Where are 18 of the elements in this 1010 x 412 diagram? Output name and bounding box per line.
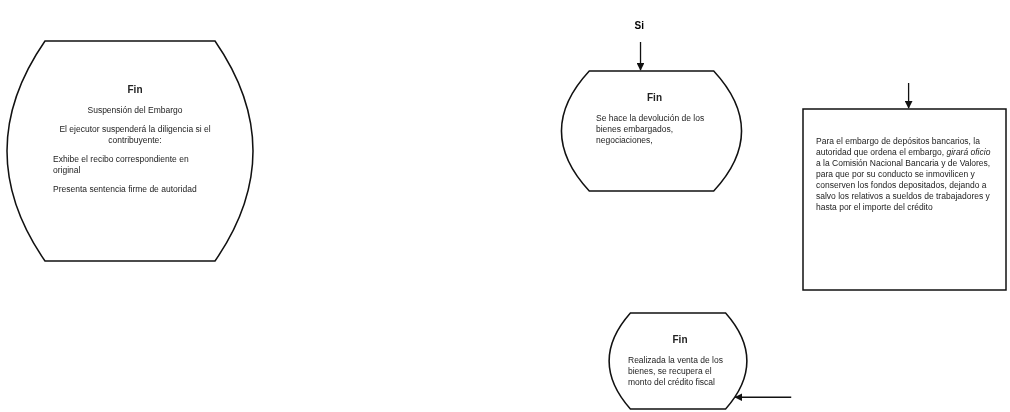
node-title: Fin — [126, 84, 144, 95]
arrow — [636, 41, 645, 71]
terminator-shape — [560, 70, 743, 192]
node-text: Se hace la devolución de los bienes embargados, negociaciones, — [596, 113, 706, 146]
node-text: Presenta sentencia firme de autoridad — [53, 184, 198, 195]
node-title: Fin — [671, 334, 689, 345]
process-box — [802, 108, 1007, 291]
edge-label: Si — [634, 20, 644, 31]
node-text: Realizada la venta de los bienes, se recupera el monto del crédito fiscal — [628, 355, 724, 388]
arrow — [904, 82, 913, 109]
node-text: El ejecutor suspenderá la diligencia si el contribuyente: — [58, 124, 212, 146]
node-title: Fin — [646, 92, 663, 103]
terminator-shape — [5, 40, 255, 262]
arrow — [734, 393, 792, 402]
node-text: Para el embargo de depósitos bancarios, la autoridad que ordena el embargo, girará oficio a la Comisión Nacional Bancaria y de Valores, para que por su conducto se inmovilicen y conserven los fondos depositados, dejando a salvo los relativos a sueldos de trabajadores y hasta por el importe del crédito — [816, 136, 992, 213]
terminator-shape — [608, 312, 748, 410]
node-text: Exhibe el recibo correspondiente en original — [53, 154, 190, 176]
node-text: Suspensión del Embargo — [86, 105, 184, 116]
